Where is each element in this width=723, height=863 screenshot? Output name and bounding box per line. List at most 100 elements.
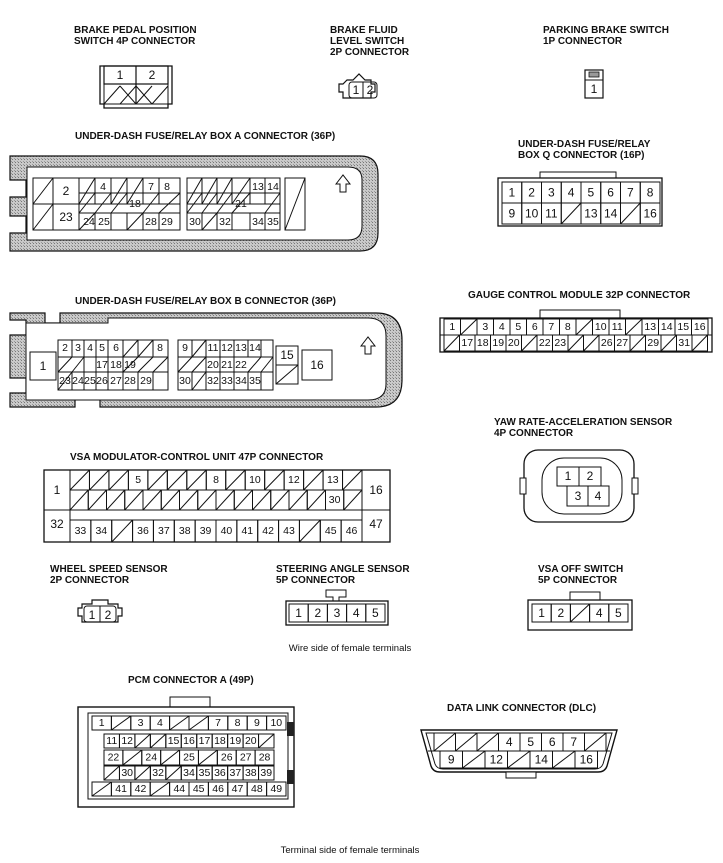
pin: 48 [251, 783, 263, 795]
pin: 1 [295, 606, 302, 620]
pin: 30 [121, 767, 133, 779]
pin: 3 [75, 342, 81, 354]
empty-cavity [215, 489, 235, 511]
empty-cavity [343, 489, 363, 511]
empty-cavity [288, 489, 308, 511]
fuse-relay-box-a-connector: UNDER-DASH FUSE/RELAY BOX A CONNECTOR (3… [9, 131, 379, 252]
pin: 12 [288, 474, 300, 486]
pin: 4 [596, 606, 603, 620]
pin: 44 [173, 783, 185, 795]
pin: 3 [334, 606, 341, 620]
pin: 28 [124, 375, 136, 387]
pin: 8 [213, 474, 219, 486]
pin: 14 [535, 753, 549, 767]
pin: 22 [539, 337, 551, 349]
wire-side-note: Wire side of female terminals [289, 643, 412, 654]
pin: 38 [179, 525, 191, 537]
empty-cavity [476, 732, 499, 752]
yaw-title-line2: 4P CONNECTOR [494, 428, 574, 439]
pin: 49 [270, 783, 282, 795]
pin: 13 [644, 321, 656, 333]
pin: 2 [314, 606, 321, 620]
pin: 5 [527, 735, 534, 749]
pin: 6 [532, 321, 538, 333]
pin: 8 [235, 717, 241, 729]
vsa-off-title-line1: VSA OFF SWITCH [538, 564, 623, 575]
empty-cavity [570, 603, 590, 623]
empty-cavity [142, 489, 162, 511]
pin: 35 [199, 767, 211, 779]
pin: 37 [158, 525, 170, 537]
pin: 5 [515, 321, 521, 333]
pin: 14 [604, 207, 618, 221]
pin: 24 [72, 375, 84, 387]
empty-cavity [87, 489, 107, 511]
empty-cavity [567, 334, 584, 352]
pin: 27 [616, 337, 628, 349]
empty-cavity [460, 318, 478, 336]
empty-cavity [560, 202, 582, 225]
pin: 40 [221, 525, 233, 537]
pin: 21 [221, 359, 233, 371]
pin: 29 [647, 337, 659, 349]
pin: 26 [601, 337, 613, 349]
pin: 29 [140, 375, 152, 387]
wheel-title-line1: WHEEL SPEED SENSOR [50, 564, 168, 575]
pin: 30 [189, 216, 201, 228]
empty-cavity [188, 715, 209, 731]
pin: 35 [267, 216, 279, 228]
empty-cavity [584, 732, 607, 752]
pin: 6 [113, 342, 119, 354]
empty-cavity [252, 489, 272, 511]
pin: 12 [490, 753, 504, 767]
pin: 42 [135, 783, 147, 795]
pin: 33 [221, 375, 233, 387]
dlc-title: DATA LINK CONNECTOR (DLC) [447, 703, 596, 714]
empty-cavity [691, 334, 708, 352]
brake-pedal-title-line1: BRAKE PEDAL POSITION [74, 25, 197, 36]
pin: 34 [235, 375, 247, 387]
pin: 25 [98, 216, 110, 228]
pin: 7 [548, 321, 554, 333]
empty-cavity [89, 469, 110, 491]
pin: 19 [230, 735, 242, 747]
pin: 24 [83, 216, 95, 228]
pin: 1 [40, 359, 47, 373]
pin: 4 [568, 186, 575, 200]
pin: 16 [183, 735, 195, 747]
pin: 2 [62, 342, 68, 354]
pin: 41 [241, 525, 253, 537]
pin: 16 [580, 753, 594, 767]
fuse-a-title: UNDER-DASH FUSE/RELAY BOX A CONNECTOR (3… [75, 131, 335, 142]
pin: 11 [106, 735, 117, 747]
pin: 42 [262, 525, 274, 537]
pin: 46 [346, 525, 358, 537]
pin: 3 [548, 186, 555, 200]
pin: 16 [369, 483, 383, 497]
pin: 23 [59, 375, 71, 387]
empty-cavity [150, 733, 167, 749]
pin: 16 [643, 207, 657, 221]
pin: 45 [193, 783, 205, 795]
empty-cavity [122, 749, 143, 766]
empty-cavity [149, 781, 170, 797]
pin: 19 [492, 337, 504, 349]
pin: 35 [249, 375, 261, 387]
pin: 9 [509, 207, 516, 221]
pin: 2 [528, 186, 535, 200]
pin: 17 [461, 337, 473, 349]
pin: 23 [59, 210, 73, 224]
pin: 11 [208, 342, 219, 354]
empty-cavity [303, 469, 324, 491]
pin: 24 [145, 752, 157, 764]
pin: 8 [157, 342, 163, 354]
brake-pedal-switch-connector: BRAKE PEDAL POSITION SWITCH 4P CONNECTOR… [74, 25, 197, 109]
parking-brake-title-line1: PARKING BRAKE SWITCH [543, 25, 669, 36]
pin: 45 [325, 525, 337, 537]
empty-cavity [106, 489, 126, 511]
vsa-modulator-connector: VSA MODULATOR-CONTROL UNIT 47P CONNECTOR… [43, 452, 391, 543]
empty-cavity [342, 469, 363, 491]
